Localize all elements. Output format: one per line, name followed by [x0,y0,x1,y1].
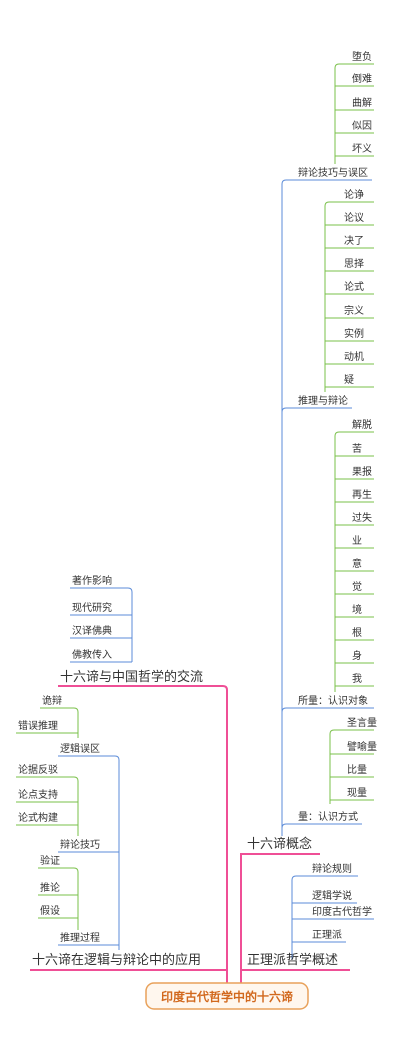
leaf-item[interactable]: 似因 [352,120,372,132]
leaf-item[interactable]: 佛教传入 [72,648,112,661]
leaf-item[interactable]: 决了 [344,235,364,247]
trunk-right-upper [240,853,320,985]
root-node-box [145,982,309,1010]
sub-means-of-knowledge[interactable]: 量：认识方式 [298,810,358,823]
leaf-item[interactable]: 解脱 [352,418,372,431]
leaf-item[interactable]: 譬喻量 [347,740,377,753]
leaf-item[interactable]: 论据反驳 [18,763,58,776]
green-connectors [16,63,374,930]
leaf-item[interactable]: 意 [352,557,362,570]
leaf-item[interactable]: 觉 [352,581,362,593]
leaf-item[interactable]: 思择 [344,257,364,270]
leaf-item[interactable]: 错误推理 [18,719,58,732]
leaf-item[interactable]: 果报 [352,465,372,478]
leaf-item[interactable]: 论议 [344,211,364,224]
leaf-item[interactable]: 比量 [347,764,367,776]
leaf-item[interactable]: 倒难 [352,73,372,85]
leaf-item[interactable]: 境 [352,603,362,616]
branch-china-exchange-label[interactable]: 十六谛与中国哲学的交流 [60,669,203,685]
connector-b3 [70,587,133,662]
branch-concept-label[interactable]: 十六谛概念 [247,836,312,852]
blue-connectors [58,179,374,960]
leaf-item[interactable]: 验证 [40,854,60,867]
leaf-item[interactable]: 论诤 [344,188,364,201]
sub-debate-skills[interactable]: 辩论技巧 [60,838,100,851]
leaf-item[interactable]: 论式构建 [18,811,58,824]
leaf-item[interactable]: 曲解 [352,96,372,109]
leaf-item[interactable]: 身 [352,649,362,662]
branch-overview-label[interactable]: 正理派哲学概述 [247,952,338,968]
leaf-item[interactable]: 诡辩 [42,694,62,707]
trunk-right-lower [240,969,350,985]
root-node-label: 印度古代哲学中的十六谛 [161,989,293,1004]
leaf-item[interactable]: 现代研究 [72,601,112,614]
sub-logic-pitfalls[interactable]: 逻辑误区 [60,742,100,755]
trunk-left-upper [58,685,228,985]
connector-b2 [291,875,358,960]
leaf-item[interactable]: 推论 [40,881,60,894]
leaf-item[interactable]: 我 [352,673,362,685]
leaf-item[interactable]: 再生 [352,488,372,501]
leaf-item[interactable]: 逻辑学说 [312,889,352,902]
leaf-item[interactable]: 坏义 [352,143,372,155]
leaf-item[interactable]: 堕负 [352,50,372,63]
leaf-item[interactable]: 实例 [344,327,364,340]
leaf-item[interactable]: 论式 [344,280,364,293]
sub-reasoning-process[interactable]: 推理过程 [60,931,100,944]
main-trunk [30,685,350,985]
sub-debate-skills-pitfalls[interactable]: 辩论技巧与误区 [298,166,368,179]
branch-logic-application-label[interactable]: 十六谛在逻辑与辩论中的应用 [32,952,201,968]
leaf-item[interactable]: 辩论规则 [312,862,352,875]
connector-b1-s1 [281,179,372,836]
leaf-item[interactable]: 假设 [40,904,60,917]
sub-objects-of-knowledge[interactable]: 所量：认识对象 [298,694,368,707]
leaf-item[interactable]: 圣言量 [347,716,377,729]
leaf-item[interactable]: 论点支持 [18,788,58,801]
leaf-item[interactable]: 正理派 [312,929,342,941]
leaf-item[interactable]: 苦 [352,442,362,455]
leaf-item[interactable]: 现量 [347,787,367,799]
trunk-left-lower [30,969,228,985]
leaf-item[interactable]: 汉译佛典 [72,624,112,637]
leaf-item[interactable]: 根 [352,626,362,639]
connector-b4 [58,755,120,950]
leaf-item[interactable]: 动机 [344,350,364,363]
sub-reasoning-debate[interactable]: 推理与辩论 [298,394,348,407]
leaf-item[interactable]: 著作影响 [72,574,112,587]
leaf-item[interactable]: 印度古代哲学 [312,905,372,918]
root-node[interactable]: 印度古代哲学中的十六谛 [145,982,309,1010]
leaf-item[interactable]: 过失 [352,511,372,524]
leaf-item[interactable]: 疑 [344,374,354,386]
leaf-item[interactable]: 业 [352,535,362,547]
leaf-item[interactable]: 宗义 [344,304,364,317]
